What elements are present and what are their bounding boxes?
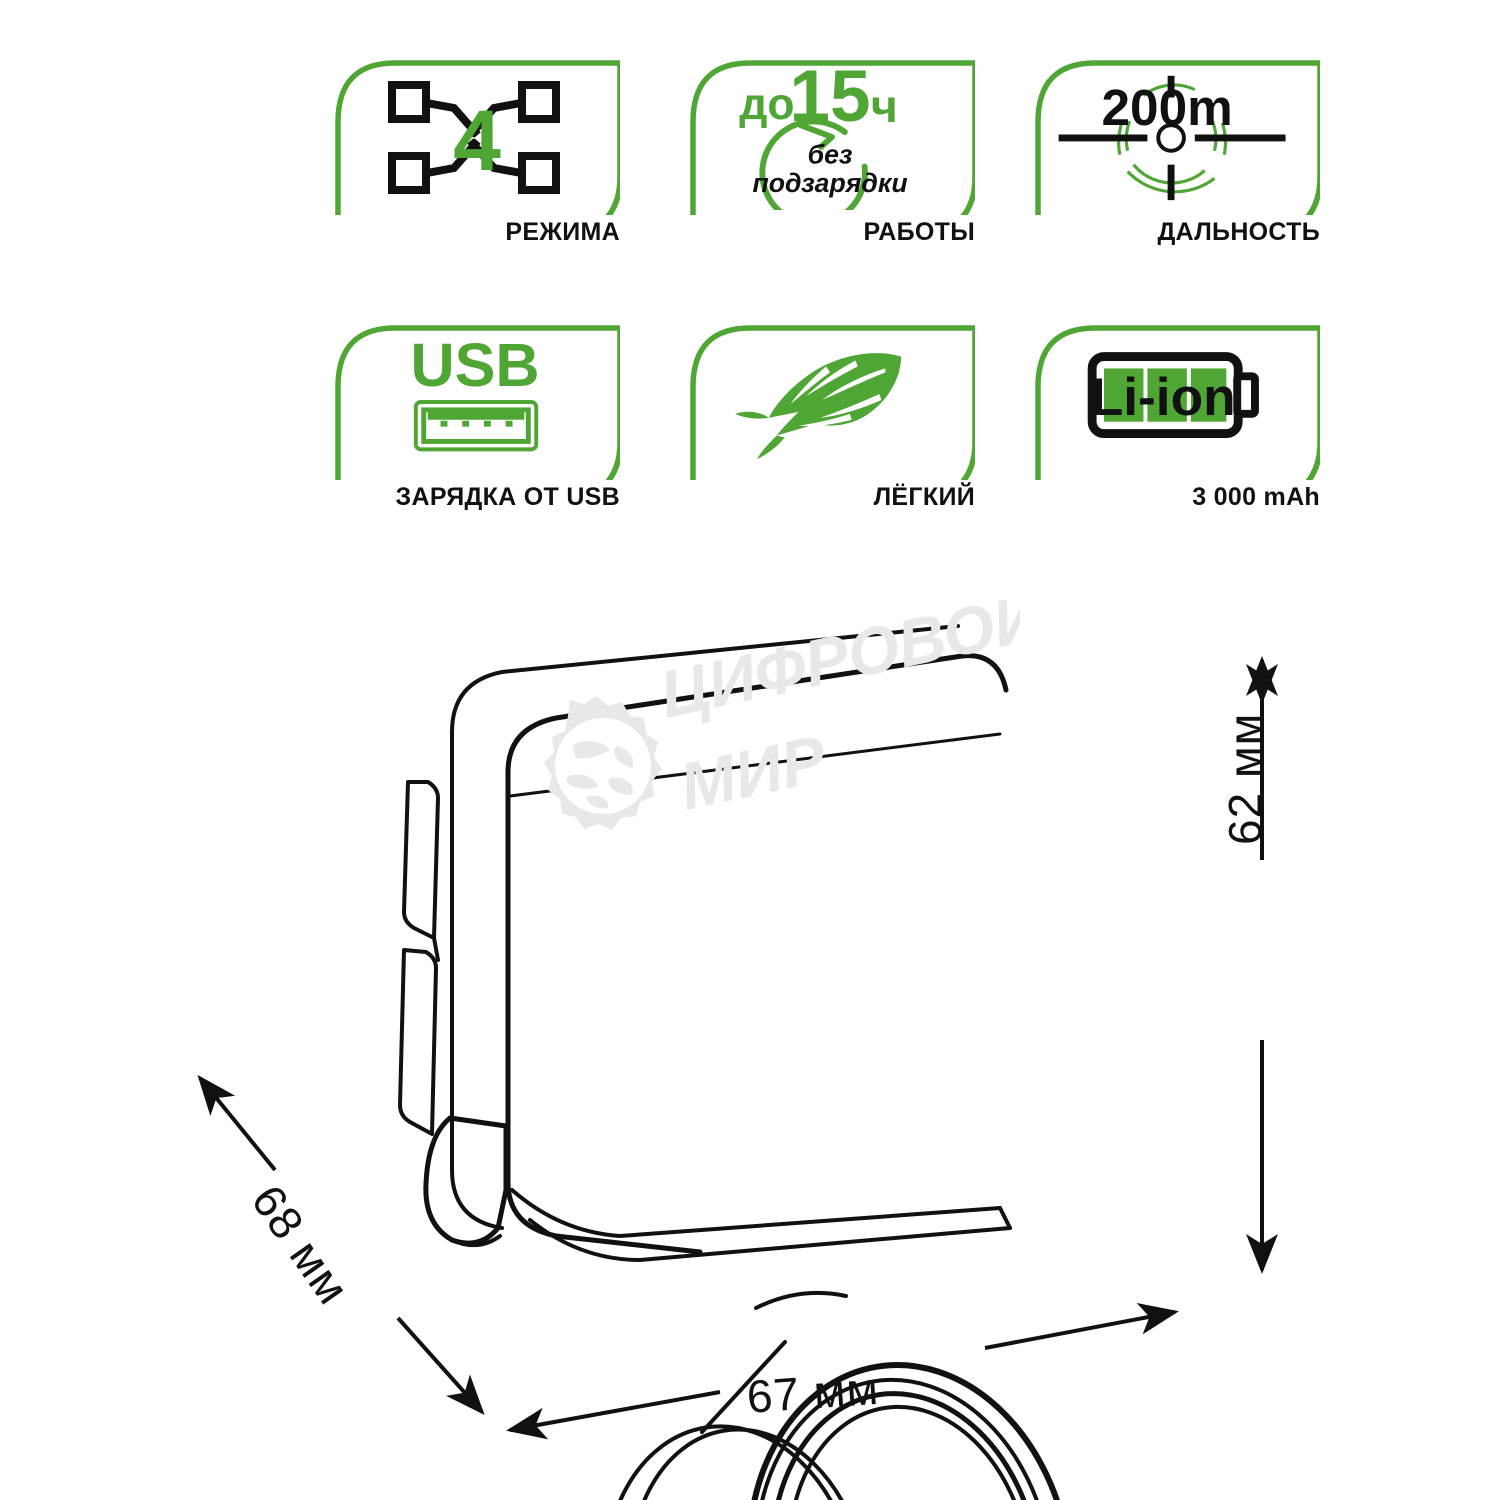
battery-icon: Li-ion — [1087, 352, 1259, 438]
badge-caption-runtime: РАБОТЫ — [690, 215, 975, 249]
crosshair-icon: 200m — [1058, 75, 1286, 201]
battery-chemistry: Li-ion — [1091, 368, 1236, 427]
dim-arrow-depth-down — [396, 1316, 485, 1415]
modes-count: 4 — [453, 93, 501, 189]
usb-port-icon: USB — [410, 331, 540, 452]
four-modes-icon: 4 — [388, 81, 560, 194]
runtime-unit: ч — [871, 80, 898, 132]
dim-arrow-depth-up — [197, 1074, 277, 1172]
badge-caption-battery: 3 000 mAh — [1035, 480, 1320, 514]
badge-caption-weight: ЛЁГКИЙ — [690, 480, 975, 514]
usb-label: USB — [410, 331, 539, 399]
runtime-prefix: до — [739, 80, 794, 129]
badge-caption-range: ДАЛЬНОСТЬ — [1035, 215, 1320, 249]
runtime-note-line2: подзарядки — [752, 168, 907, 198]
dim-arrow-width-right — [984, 1302, 1179, 1350]
clock-icon: до 15 ч без подзарядки — [739, 60, 908, 210]
dim-arrow-width-left — [506, 1390, 721, 1440]
feature-badge-grid: 4 РЕЖИМА до 15 ч без подзарядки РАБОТЫ — [0, 0, 1500, 530]
runtime-note-line1: без — [808, 140, 853, 170]
runtime-value: 15 — [789, 60, 870, 137]
dimension-label-width: 67 мм — [745, 1361, 881, 1423]
feature-badge-modes: 4 РЕЖИМА — [335, 60, 620, 249]
feature-badge-weight: ЛЁГКИЙ — [690, 325, 975, 514]
product-line-drawing — [398, 624, 1075, 1500]
range-value: 200m — [1102, 79, 1233, 136]
feature-badge-usb: USB ЗАРЯДКА ОТ USB — [335, 325, 620, 514]
badge-caption-usb: ЗАРЯДКА ОТ USB — [335, 480, 620, 514]
badge-caption-modes: РЕЖИМА — [335, 215, 620, 249]
feature-badge-runtime: до 15 ч без подзарядки РАБОТЫ — [690, 60, 975, 249]
feature-badge-battery: Li-ion 3 000 mAh — [1035, 325, 1320, 514]
dimension-label-height: 62 мм — [1219, 712, 1271, 845]
feather-icon — [735, 353, 902, 460]
feature-badge-range: 200m ДАЛЬНОСТЬ — [1035, 60, 1320, 249]
